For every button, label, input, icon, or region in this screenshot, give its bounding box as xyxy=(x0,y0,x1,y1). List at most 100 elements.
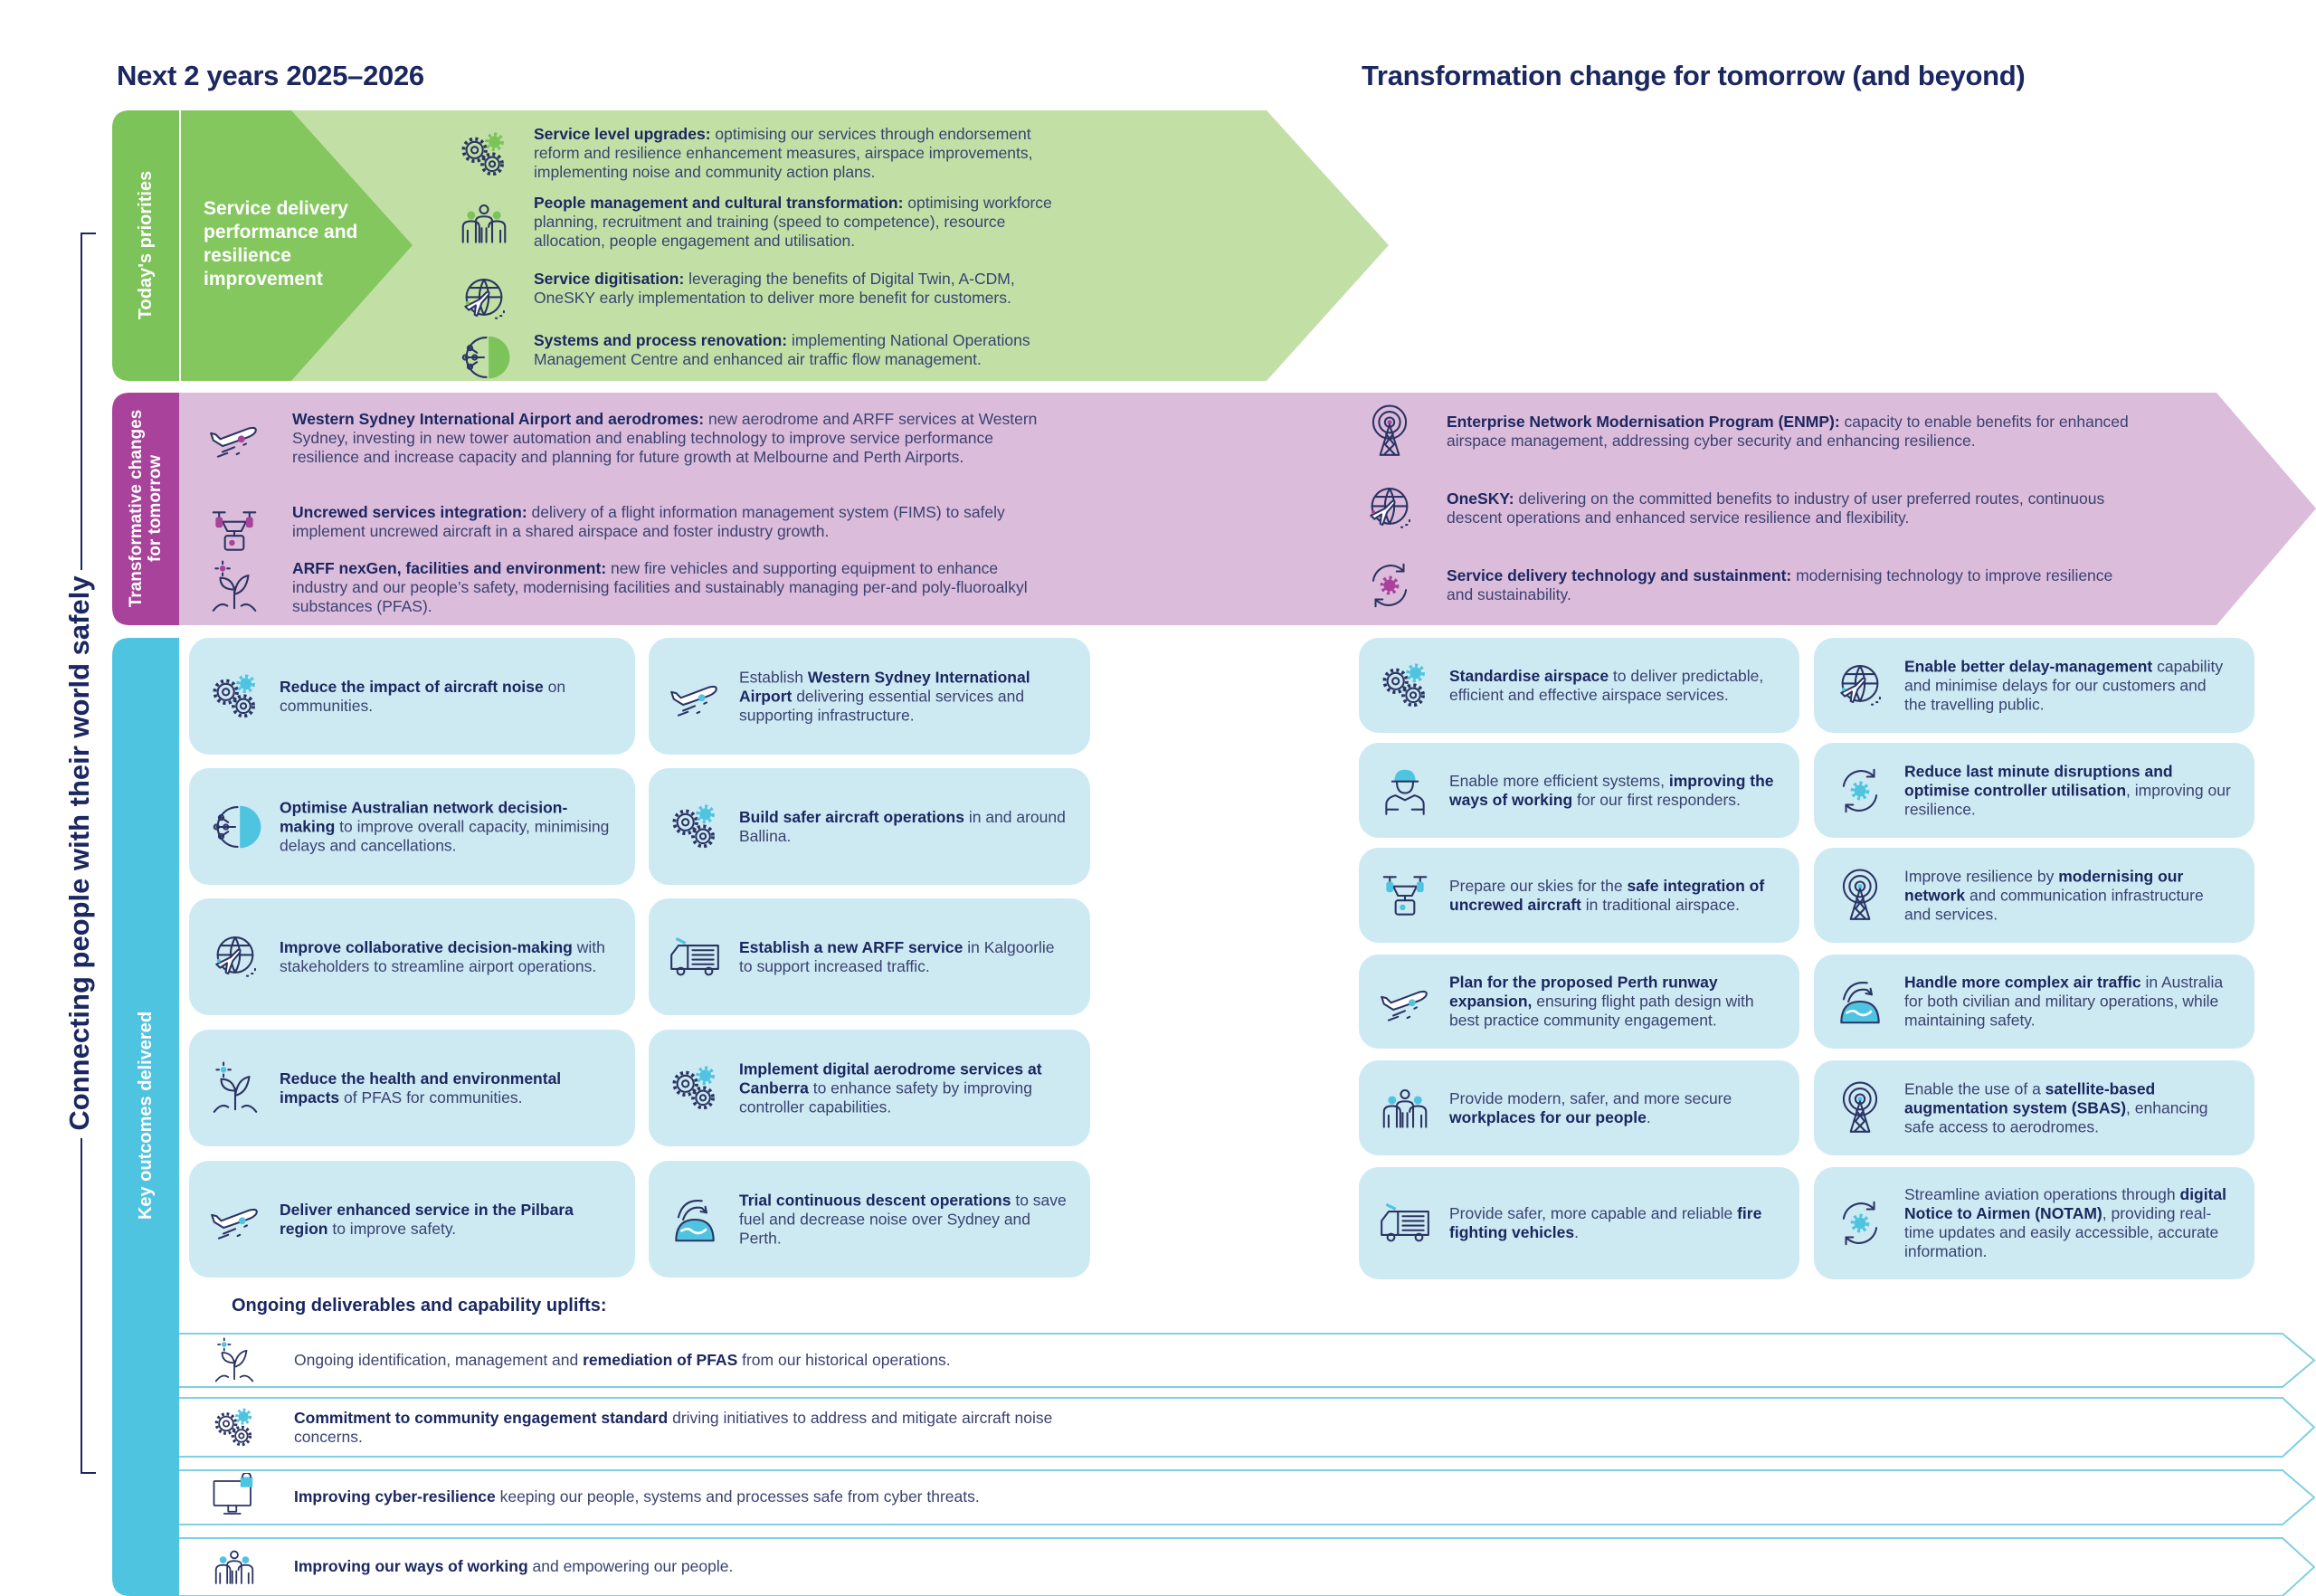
outcome-card: Enable the use of a satellite-based augm… xyxy=(1814,1060,2254,1155)
text: , providing real-time updates and easily… xyxy=(1904,1204,2219,1260)
plane-icon xyxy=(667,669,723,725)
bold-text: Optimise Australian network decision-mak… xyxy=(280,798,568,835)
outcome-text: Improve resilience by modernising our ne… xyxy=(1904,867,2232,924)
people-icon xyxy=(210,1543,259,1591)
text: with stakeholders to streamline airport … xyxy=(280,937,605,975)
bold-text: Deliver enhanced service in the Pilbara … xyxy=(280,1200,574,1238)
bold-text: Enterprise Network Modernisation Program… xyxy=(1447,413,1840,431)
bold-text: Reduce the impact of aircraft noise xyxy=(280,677,544,696)
text: Streamline aviation operations through xyxy=(1904,1185,2180,1203)
gears-icon xyxy=(207,669,263,725)
outcome-card: Prepare our skies for the safe integrati… xyxy=(1359,848,1799,943)
bold-text: satellite-based augmentation system (SBA… xyxy=(1904,1079,2156,1116)
bold-text: remediation of PFAS xyxy=(583,1350,738,1369)
bold-text: Build safer aircraft operations xyxy=(739,807,964,826)
side-bracket xyxy=(81,233,96,1474)
transformative-item: Western Sydney International Airport and… xyxy=(292,410,1052,467)
cycle-gear-icon xyxy=(1832,763,1888,819)
descent-icon xyxy=(667,1192,723,1248)
text: Improve resilience by xyxy=(1904,867,2059,885)
text: optimising workforce planning, recruitme… xyxy=(534,194,1052,250)
outcomes-label-column xyxy=(112,638,179,1596)
text: . xyxy=(1646,1107,1651,1126)
outcomes-label: Key outcomes delivered xyxy=(136,1011,156,1221)
plant-icon xyxy=(210,1336,259,1385)
outcome-card: Establish a new ARFF service in Kalgoorl… xyxy=(649,898,1090,1015)
bold-text: Improving our ways of working xyxy=(294,1557,528,1575)
bold-text: fire fighting vehicles xyxy=(1449,1204,1762,1241)
text: delivering on the committed benefits to … xyxy=(1447,489,2105,527)
outcome-card: Enable more efficient systems, improving… xyxy=(1359,743,1799,838)
outcome-card: Optimise Australian network decision-mak… xyxy=(189,768,635,885)
outcome-card: Reduce the impact of aircraft noise on c… xyxy=(189,638,635,755)
outcome-card: Deliver enhanced service in the Pilbara … xyxy=(189,1161,635,1278)
outcome-card: Enable better delay-management capabilit… xyxy=(1814,638,2254,733)
bold-text: Implement digital aerodrome services at … xyxy=(739,1059,1042,1097)
gears-icon xyxy=(667,799,723,855)
outcome-text: Improve collaborative decision-making wi… xyxy=(280,938,612,976)
firetruck-icon xyxy=(1377,1195,1433,1251)
outcome-text: Prepare our skies for the safe integrati… xyxy=(1449,877,1777,915)
outcome-card: Provide modern, safer, and more secure w… xyxy=(1359,1060,1799,1155)
transformative-label: Transformative changes for tomorrow xyxy=(127,410,165,608)
gears-icon xyxy=(667,1060,723,1116)
firetruck-icon xyxy=(667,929,723,985)
ongoing-row-shape xyxy=(179,1537,2316,1596)
outcome-card: Provide safer, more capable and reliable… xyxy=(1359,1167,1799,1279)
text: on communities. xyxy=(280,677,566,715)
outcome-text: Deliver enhanced service in the Pilbara … xyxy=(280,1201,612,1239)
outcome-text: Enable better delay-management capabilit… xyxy=(1904,657,2232,714)
outcome-text: Build safer aircraft operations in and a… xyxy=(739,808,1068,846)
bold-text: Western Sydney International Airport xyxy=(739,668,1030,705)
ongoing-row-text: Improving our ways of working and empowe… xyxy=(294,1557,1108,1576)
descent-icon xyxy=(1832,974,1888,1030)
outcome-text: Optimise Australian network decision-mak… xyxy=(280,798,612,855)
outcome-card: Improve collaborative decision-making wi… xyxy=(189,898,635,1015)
text: . xyxy=(1574,1223,1579,1241)
text: new fire vehicles and supporting equipme… xyxy=(292,559,1028,615)
outcome-text: Reduce last minute disruptions and optim… xyxy=(1904,762,2232,819)
transformative-label-line1: Transformative changes xyxy=(127,409,146,608)
plane-icon xyxy=(207,1192,263,1248)
drone-icon xyxy=(1377,868,1433,924)
outcome-text: Establish a new ARFF service in Kalgoorl… xyxy=(739,938,1068,976)
people-icon xyxy=(456,195,512,252)
computer-lock-icon xyxy=(210,1472,259,1522)
bold-text: digital Notice to Airmen (NOTAM) xyxy=(1904,1185,2227,1222)
text: Enable the use of a xyxy=(1904,1079,2045,1097)
ongoing-row-shape xyxy=(179,1333,2316,1388)
bold-text: safe integration of uncrewed aircraft xyxy=(1449,876,1765,914)
outcome-text: Plan for the proposed Perth runway expan… xyxy=(1449,974,1777,1031)
gears-icon xyxy=(456,127,512,183)
text: in Kalgoorlie to support increased traff… xyxy=(739,937,1055,975)
transformative-item: OneSKY: delivering on the committed bene… xyxy=(1447,489,2134,527)
priority-item: Service level upgrades: optimising our s… xyxy=(534,125,1077,182)
plane-icon xyxy=(206,410,262,466)
today-chevron-text: Service delivery performance and resilie… xyxy=(204,198,358,290)
text: Ongoing identification, management and xyxy=(294,1350,584,1369)
outcome-text: Provide modern, safer, and more secure w… xyxy=(1449,1089,1777,1127)
text: in Australia for both civilian and milit… xyxy=(1904,973,2224,1030)
bold-text: Handle more complex air traffic xyxy=(1904,973,2141,992)
text: and empowering our people. xyxy=(527,1557,734,1575)
outcome-card: Improve resilience by modernising our ne… xyxy=(1814,848,2254,943)
text: optimising our services through endorsem… xyxy=(534,125,1033,181)
network-gear-icon xyxy=(207,799,263,855)
text: delivery of a flight information managem… xyxy=(292,503,1005,540)
transformative-item: ARFF nexGen, facilities and environment:… xyxy=(292,559,1052,616)
outcome-text: Streamline aviation operations through d… xyxy=(1904,1185,2232,1261)
drone-icon xyxy=(206,503,262,559)
text: to enhance safety by improving controlle… xyxy=(739,1078,1032,1116)
globe-plane-icon xyxy=(1362,480,1418,537)
bold-text: ARFF nexGen, facilities and environment: xyxy=(292,559,607,577)
bold-text: Enable better delay-management xyxy=(1904,657,2153,675)
bold-text: workplaces for our people xyxy=(1449,1107,1647,1126)
outcome-text: Enable more efficient systems, improving… xyxy=(1449,772,1777,810)
text: , improving our resilience. xyxy=(1904,781,2231,818)
ongoing-row-shape xyxy=(179,1397,2316,1458)
ongoing-row-text: Commitment to community engagement stand… xyxy=(294,1409,1108,1447)
globe-plane-icon xyxy=(1832,658,1888,714)
outcome-card: Establish Western Sydney International A… xyxy=(649,638,1090,755)
text: new aerodrome and ARFF services at Weste… xyxy=(292,410,1038,466)
outcome-text: Trial continuous descent operations to s… xyxy=(739,1191,1068,1248)
